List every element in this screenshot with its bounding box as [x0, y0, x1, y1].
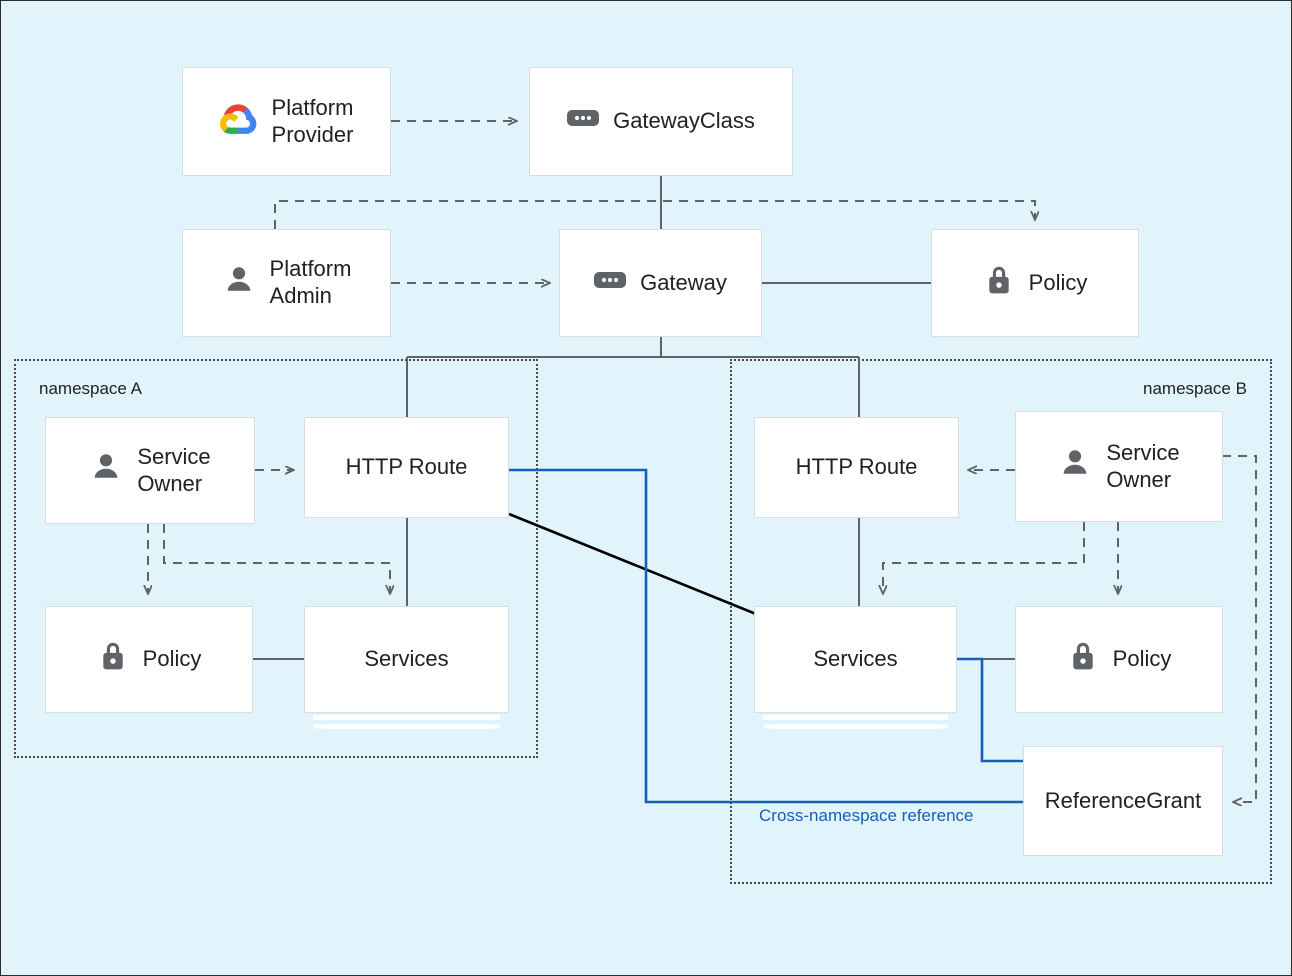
namespace-b-label: namespace B	[1143, 379, 1247, 398]
lock-icon	[1067, 639, 1099, 680]
lock-icon	[983, 263, 1015, 304]
node-label: Gateway	[640, 269, 727, 295]
google-cloud-icon	[219, 102, 258, 141]
node-label: ReferenceGrant	[1044, 787, 1202, 813]
node-reference-grant[interactable]: ReferenceGrant	[1023, 746, 1223, 856]
gateway-chip-icon	[594, 270, 627, 297]
node-label: Service Owner	[1106, 439, 1180, 492]
node-policy-a[interactable]: Policy	[45, 606, 253, 713]
edge-httproute-a-to-services-b	[508, 512, 757, 616]
node-label: Policy	[1028, 269, 1088, 295]
node-label: Services	[813, 646, 898, 672]
node-label: Service Owner	[137, 443, 211, 496]
node-service-owner-a[interactable]: Service Owner	[45, 417, 255, 524]
node-label: HTTP Route	[795, 454, 918, 480]
node-label: Services	[364, 646, 449, 672]
person-icon	[222, 263, 256, 304]
node-services-b[interactable]: Services	[754, 606, 957, 729]
node-policy-b[interactable]: Policy	[1015, 606, 1223, 713]
node-label: Policy	[1112, 646, 1172, 672]
cross-namespace-reference-label: Cross-namespace reference	[759, 806, 974, 825]
gateway-chip-icon	[567, 108, 600, 135]
node-http-route-b[interactable]: HTTP Route	[754, 417, 959, 518]
node-label: Platform Provider	[271, 94, 354, 147]
node-label: HTTP Route	[345, 454, 468, 480]
node-service-owner-b[interactable]: Service Owner	[1015, 411, 1223, 522]
node-services-a[interactable]: Services	[304, 606, 509, 729]
lock-icon	[97, 639, 129, 680]
node-label: Policy	[142, 646, 202, 672]
node-gateway[interactable]: Gateway	[559, 229, 762, 337]
node-label: Platform Admin	[269, 256, 352, 308]
node-http-route-a[interactable]: HTTP Route	[304, 417, 509, 518]
node-policy-top[interactable]: Policy	[931, 229, 1139, 337]
namespace-a-label: namespace A	[39, 379, 143, 398]
node-gateway-class[interactable]: GatewayClass	[529, 67, 793, 176]
node-label: GatewayClass	[613, 108, 755, 134]
person-icon	[1058, 446, 1092, 487]
node-platform-admin[interactable]: Platform Admin	[182, 229, 391, 337]
node-platform-provider[interactable]: Platform Provider	[182, 67, 391, 176]
person-icon	[89, 450, 123, 491]
